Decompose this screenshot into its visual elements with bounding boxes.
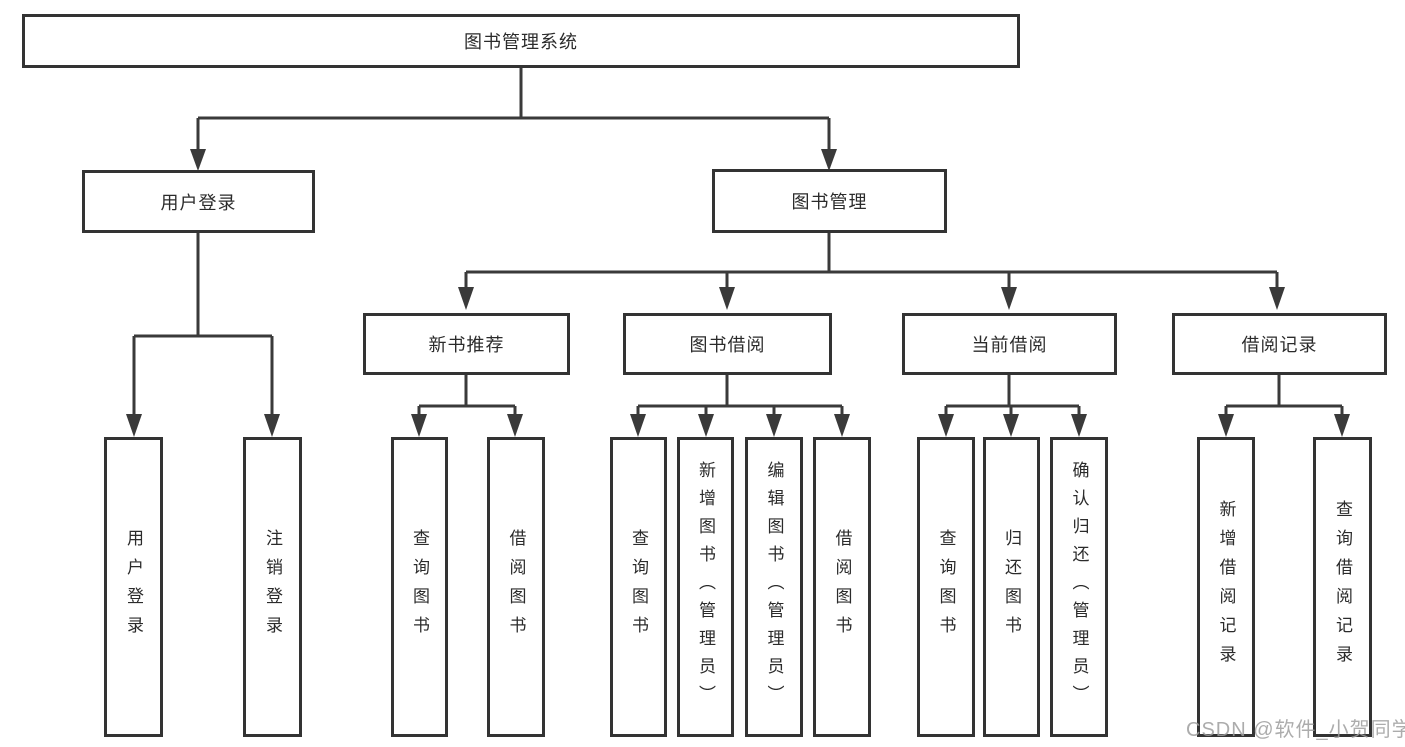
- connector-new-book-to-leaves: [411, 375, 523, 437]
- node-label: 新书推荐: [428, 335, 505, 355]
- node-label: 借阅图书: [506, 529, 526, 645]
- node-label: 查询图书: [629, 529, 648, 645]
- node-label: 图书管理系统: [464, 32, 578, 52]
- node-label: 借阅记录: [1241, 335, 1318, 355]
- connector-current-borrow-to-leaves: [938, 375, 1087, 437]
- node-label: 注销登录: [263, 529, 282, 645]
- leaf-query-books-borrow: 查询图书: [610, 437, 667, 737]
- node-label: 借阅图书: [832, 529, 852, 645]
- node-book-management: 图书管理: [712, 169, 947, 233]
- leaf-borrow-books: 借阅图书: [813, 437, 871, 737]
- node-label: 用户登录: [160, 192, 237, 213]
- leaf-edit-books-admin: 编辑图书（管理员）: [745, 437, 803, 737]
- connector-root-to-level2: [190, 68, 837, 171]
- leaf-add-books-admin: 新增图书（管理员）: [677, 437, 734, 737]
- leaf-borrow-books-recommend: 借阅图书: [487, 437, 545, 737]
- node-label: 归还图书: [1002, 529, 1021, 645]
- node-library-management-system: 图书管理系统: [22, 14, 1020, 68]
- csdn-watermark: CSDN @软件_小贺同学: [1186, 719, 1405, 741]
- leaf-query-books-current: 查询图书: [917, 437, 975, 737]
- node-user-login: 用户登录: [82, 170, 315, 233]
- node-label: 图书管理: [791, 192, 868, 212]
- node-borrow-record: 借阅记录: [1172, 313, 1387, 375]
- leaf-return-books: 归还图书: [983, 437, 1040, 737]
- leaf-query-borrow-record: 查询借阅记录: [1313, 437, 1372, 737]
- node-label: 确认归还（管理员）: [1069, 461, 1089, 713]
- leaf-confirm-return-admin: 确认归还（管理员）: [1050, 437, 1108, 737]
- connector-user-login-to-leaves: [126, 233, 280, 437]
- node-label: 编辑图书（管理员）: [764, 461, 784, 713]
- leaf-add-borrow-record: 新增借阅记录: [1197, 437, 1255, 737]
- connector-book-management-to-level3: [458, 233, 1285, 310]
- node-label: 当前借阅: [971, 335, 1048, 355]
- node-label: 查询借阅记录: [1333, 500, 1352, 674]
- node-label: 图书借阅: [689, 335, 766, 355]
- node-label: 新增借阅记录: [1216, 500, 1236, 674]
- node-label: 新增图书（管理员）: [696, 461, 715, 713]
- leaf-user-login: 用户登录: [104, 437, 163, 737]
- node-book-borrow: 图书借阅: [623, 313, 832, 375]
- leaf-query-books-recommend: 查询图书: [391, 437, 448, 737]
- node-current-borrow: 当前借阅: [902, 313, 1117, 375]
- connector-borrow-record-to-leaves: [1218, 375, 1350, 437]
- leaf-logout: 注销登录: [243, 437, 302, 737]
- node-label: 用户登录: [124, 529, 143, 645]
- node-label: 查询图书: [936, 529, 956, 645]
- node-new-book-recommend: 新书推荐: [363, 313, 570, 375]
- node-label: 查询图书: [410, 529, 429, 645]
- connector-book-borrow-to-leaves: [630, 375, 850, 437]
